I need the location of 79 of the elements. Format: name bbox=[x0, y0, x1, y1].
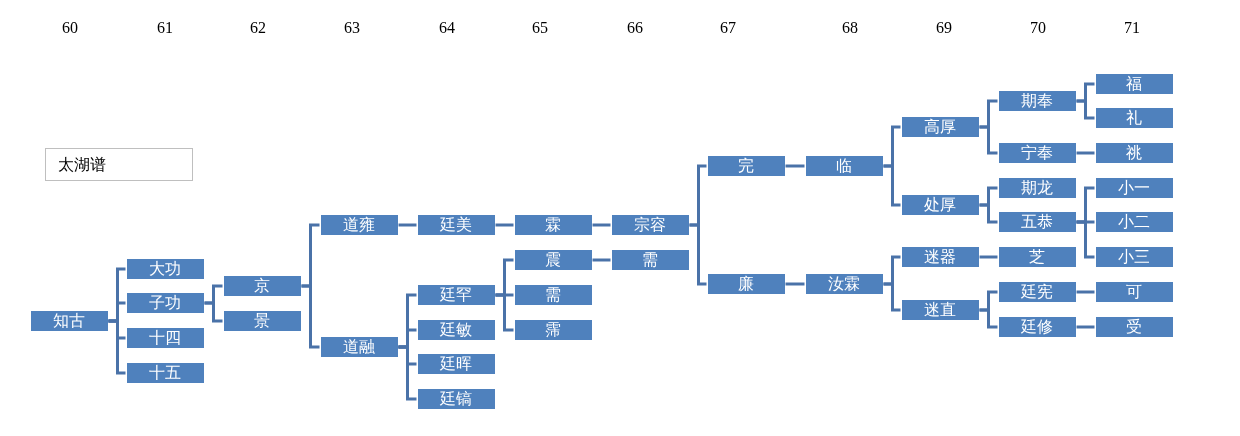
title-box: 太湖谱 bbox=[45, 148, 193, 181]
bracket-line bbox=[1076, 290, 1095, 294]
name-box: 廷罕 bbox=[417, 285, 495, 305]
generation-number: 67 bbox=[720, 19, 736, 37]
bracket-line bbox=[883, 164, 901, 207]
generation-number: 60 bbox=[62, 19, 78, 37]
bracket-line bbox=[301, 284, 320, 349]
bracket-line bbox=[495, 293, 514, 332]
name-box: 小三 bbox=[1095, 247, 1173, 267]
name-box: 廷镐 bbox=[417, 389, 495, 409]
name-box: 宗容 bbox=[611, 215, 689, 235]
name-box: 期奉 bbox=[998, 91, 1076, 111]
name-box: 道雍 bbox=[320, 215, 398, 235]
bracket-line bbox=[785, 164, 805, 168]
bracket-line bbox=[398, 345, 417, 401]
generation-number: 62 bbox=[250, 19, 266, 37]
name-box: 廷晖 bbox=[417, 354, 495, 374]
name-box: 廷美 bbox=[417, 215, 495, 235]
name-box: 福 bbox=[1095, 74, 1173, 94]
name-box: 迷器 bbox=[901, 247, 979, 267]
bracket-line bbox=[883, 282, 901, 312]
name-box: 小二 bbox=[1095, 212, 1173, 232]
name-box: 需 bbox=[514, 285, 592, 305]
name-box: 霖 bbox=[514, 215, 592, 235]
bracket-line bbox=[1076, 99, 1095, 120]
name-box: 祧 bbox=[1095, 143, 1173, 163]
name-box: 知古 bbox=[30, 311, 108, 331]
name-box: 受 bbox=[1095, 317, 1173, 337]
bracket-line bbox=[979, 203, 998, 224]
name-box: 廷敏 bbox=[417, 320, 495, 340]
bracket-line bbox=[495, 223, 514, 227]
name-box: 处厚 bbox=[901, 195, 979, 215]
name-box: 大功 bbox=[126, 259, 204, 279]
bracket-line bbox=[1076, 151, 1095, 155]
generation-number: 64 bbox=[439, 19, 455, 37]
name-box: 京 bbox=[223, 276, 301, 296]
bracket-line bbox=[979, 308, 998, 329]
name-box: 廷宪 bbox=[998, 282, 1076, 302]
name-box: 宁奉 bbox=[998, 143, 1076, 163]
name-box: 十四 bbox=[126, 328, 204, 348]
name-box: 可 bbox=[1095, 282, 1173, 302]
bracket-line bbox=[108, 319, 126, 375]
bracket-line bbox=[1076, 220, 1095, 259]
generation-number: 71 bbox=[1124, 19, 1140, 37]
name-box: 震 bbox=[514, 250, 592, 270]
name-box: 高厚 bbox=[901, 117, 979, 137]
name-box: 完 bbox=[707, 156, 785, 176]
bracket-line bbox=[1076, 325, 1095, 329]
bracket-line bbox=[592, 258, 611, 262]
generation-number: 66 bbox=[627, 19, 643, 37]
name-box: 十五 bbox=[126, 363, 204, 383]
bracket-line bbox=[398, 223, 417, 227]
name-box: 子功 bbox=[126, 293, 204, 313]
bracket-line bbox=[979, 125, 998, 155]
bracket-line bbox=[689, 223, 707, 286]
name-box: 礼 bbox=[1095, 108, 1173, 128]
name-box: 道融 bbox=[320, 337, 398, 357]
generation-number: 70 bbox=[1030, 19, 1046, 37]
name-box: 小一 bbox=[1095, 178, 1173, 198]
bracket-line bbox=[204, 301, 223, 323]
generation-number: 63 bbox=[344, 19, 360, 37]
generation-number: 68 bbox=[842, 19, 858, 37]
name-box: 临 bbox=[805, 156, 883, 176]
name-box: 廉 bbox=[707, 274, 785, 294]
name-box: 霈 bbox=[514, 320, 592, 340]
generation-number: 61 bbox=[157, 19, 173, 37]
generation-number: 69 bbox=[936, 19, 952, 37]
name-box: 需 bbox=[611, 250, 689, 270]
bracket-line bbox=[979, 255, 998, 259]
name-box: 期龙 bbox=[998, 178, 1076, 198]
name-box: 景 bbox=[223, 311, 301, 331]
name-box: 迷直 bbox=[901, 300, 979, 320]
name-box: 汝霖 bbox=[805, 274, 883, 294]
name-box: 五恭 bbox=[998, 212, 1076, 232]
generation-number: 65 bbox=[532, 19, 548, 37]
bracket-line bbox=[592, 223, 611, 227]
name-box: 芝 bbox=[998, 247, 1076, 267]
name-box: 廷修 bbox=[998, 317, 1076, 337]
bracket-line bbox=[785, 282, 805, 286]
